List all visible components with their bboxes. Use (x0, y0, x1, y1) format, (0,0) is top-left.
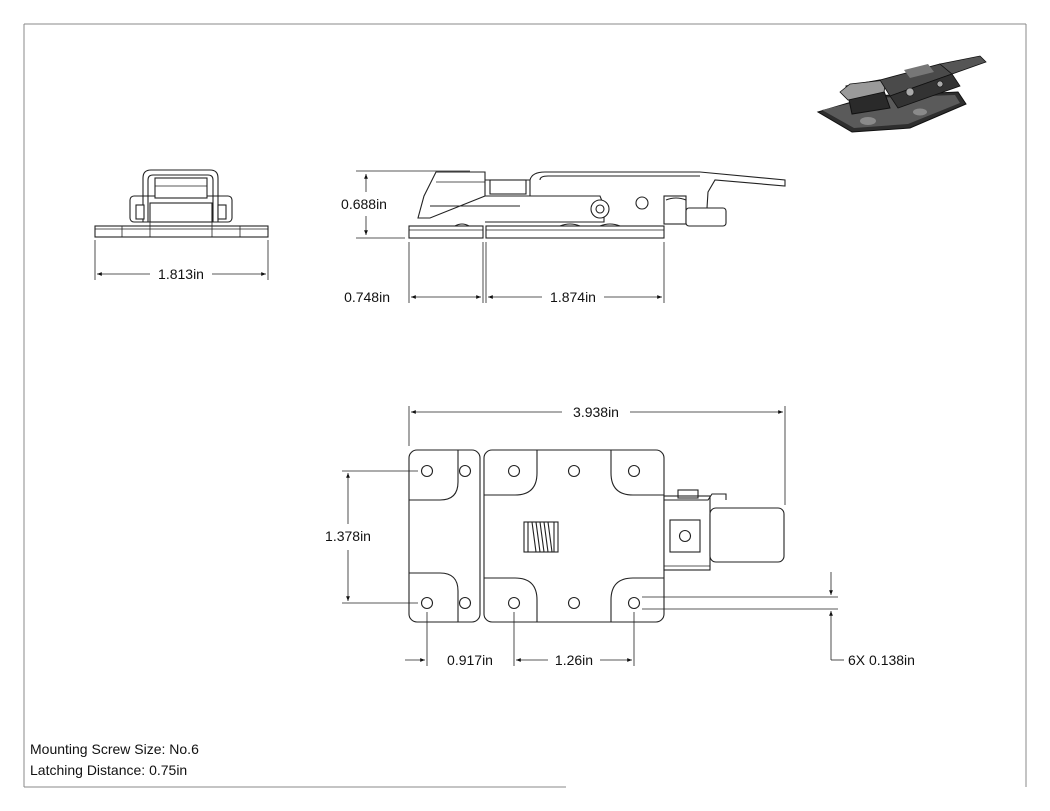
dim-label-top-left: 0.917in (447, 652, 493, 668)
isometric-view (816, 55, 987, 133)
dim-label-top-vertical: 1.378in (325, 528, 371, 544)
dim-label-hole-diameter: 6X 0.138in (848, 652, 915, 668)
dim-side-widths: 0.748in 1.874in (344, 242, 665, 305)
dim-hole-diameter: 6X 0.138in (642, 572, 915, 668)
dim-label-top-overall: 3.938in (573, 404, 619, 420)
dim-side-height: 0.688in (341, 170, 470, 239)
note-screw-size: Mounting Screw Size: No.6 (30, 741, 199, 757)
dim-label-side-right: 1.874in (550, 289, 596, 305)
side-view (408, 171, 786, 239)
top-view (408, 449, 785, 623)
dim-top-overall: 3.938in (408, 404, 786, 505)
note-latching-distance: Latching Distance: 0.75in (30, 762, 187, 778)
dim-label-side-height: 0.688in (341, 196, 387, 212)
spring-symbol (523, 521, 559, 553)
dim-top-vertical: 1.378in (325, 470, 418, 604)
front-view (94, 169, 269, 238)
dim-top-horizontal: 0.917in 1.26in (405, 612, 635, 668)
dim-label-top-right: 1.26in (555, 652, 593, 668)
dim-label-side-left: 0.748in (344, 289, 390, 305)
dim-label-front-width: 1.813in (158, 266, 204, 282)
sheet-border (23, 23, 1027, 788)
dim-front-width: 1.813in (94, 240, 269, 282)
